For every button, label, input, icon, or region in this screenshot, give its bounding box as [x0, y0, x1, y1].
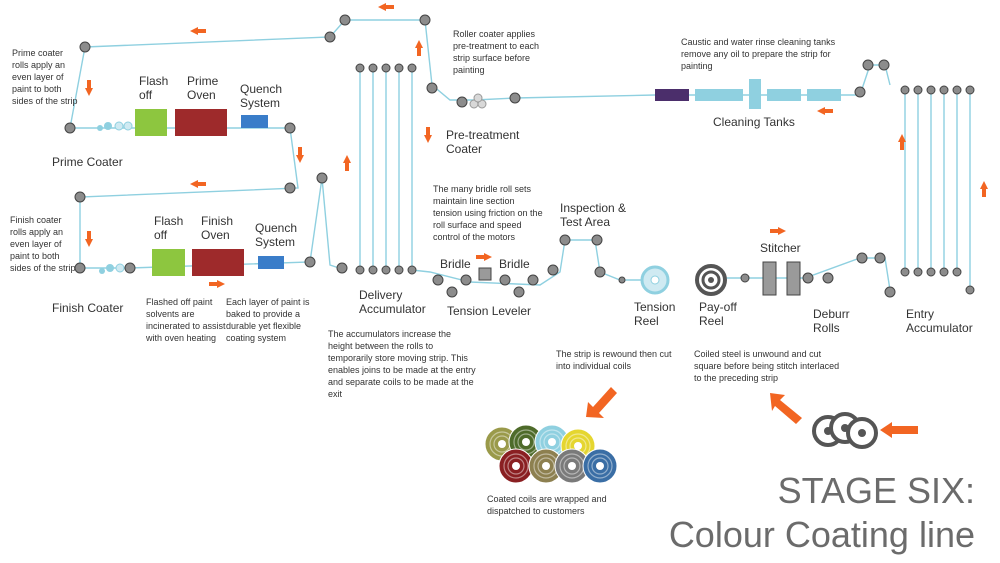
coil-core [596, 462, 604, 470]
big-arrow-down-left-icon [586, 387, 617, 418]
prime-section [97, 109, 268, 136]
cleaning-tanks [655, 79, 841, 109]
arrow-up-icon [415, 40, 423, 56]
coil-ring [591, 457, 609, 475]
incoming-coils-icon [812, 412, 878, 449]
quench-box-2 [258, 256, 284, 269]
arrow-down-icon [424, 127, 432, 143]
flash-off-box-1 [135, 109, 167, 136]
coil-ring [503, 453, 529, 479]
coil-core [512, 462, 520, 470]
stitcher [762, 261, 801, 296]
coil-ring [587, 453, 613, 479]
prime-coater-rolls-icon [97, 121, 133, 131]
title-line-1: STAGE SIX: [778, 470, 975, 511]
pretreatment-coater-icon [469, 93, 487, 109]
cleaning-tank-4 [807, 89, 841, 101]
label-inspection: Inspection &Test Area [560, 201, 626, 229]
cleaning-tank-first [655, 89, 689, 101]
arrow-down-icon [85, 80, 93, 96]
tension-leveler-box [478, 267, 492, 281]
big-arrow-up-left-icon [770, 393, 802, 424]
arrow-down-icon [85, 231, 93, 247]
coil-core [542, 462, 550, 470]
rolls [64, 14, 975, 298]
coil-core [548, 438, 556, 446]
arrow-left-icon [190, 27, 206, 35]
arrow-left-icon [817, 107, 833, 115]
label-tension-leveler: Tension Leveler [447, 304, 531, 318]
arrow-left-icon [378, 3, 394, 11]
arrow-right-icon [770, 227, 786, 235]
coil-ring [537, 457, 555, 475]
finish-section [99, 249, 284, 276]
title-line-2: Colour Coating line [669, 514, 975, 555]
label-finish-coater: Finish Coater [52, 301, 123, 315]
coil-core [522, 438, 530, 446]
coated-coils-icon [484, 424, 618, 484]
arrow-up-icon [980, 181, 988, 197]
flow-arrows [85, 3, 988, 438]
cleaning-tank-3 [767, 89, 801, 101]
label-cleaning-tanks: Cleaning Tanks [713, 115, 795, 129]
label-stitcher: Stitcher [760, 241, 801, 255]
arrow-right-icon [476, 253, 492, 261]
label-prime-coater: Prime Coater [52, 155, 123, 169]
coil-core [568, 462, 576, 470]
coil-core [498, 440, 506, 448]
arrow-left-icon [190, 180, 206, 188]
tension-reel-icon [618, 265, 670, 295]
flash-off-box-2 [152, 249, 185, 276]
coil-ring [563, 457, 581, 475]
coil-ring [507, 457, 525, 475]
arrow-right-icon [209, 280, 225, 288]
label-bridle-right: Bridle [499, 257, 530, 271]
arrow-down-icon [296, 147, 304, 163]
arrow-up-icon [343, 155, 351, 171]
big-arrow-left-icon [880, 422, 918, 438]
stage-title: STAGE SIX: Colour Coating line [669, 470, 975, 555]
finish-oven-box [192, 249, 244, 276]
label-bridle-left: Bridle [440, 257, 471, 271]
prime-oven-box [175, 109, 227, 136]
payoff-reel-icon [695, 264, 727, 296]
coil-ring [517, 433, 535, 451]
quench-box-1 [241, 115, 268, 128]
finish-coater-rolls-icon [99, 263, 125, 274]
coil-core [574, 442, 582, 450]
cleaning-tank-2 [695, 89, 743, 101]
arrow-up-icon [898, 134, 906, 150]
cleaning-tank-tower [749, 79, 761, 109]
